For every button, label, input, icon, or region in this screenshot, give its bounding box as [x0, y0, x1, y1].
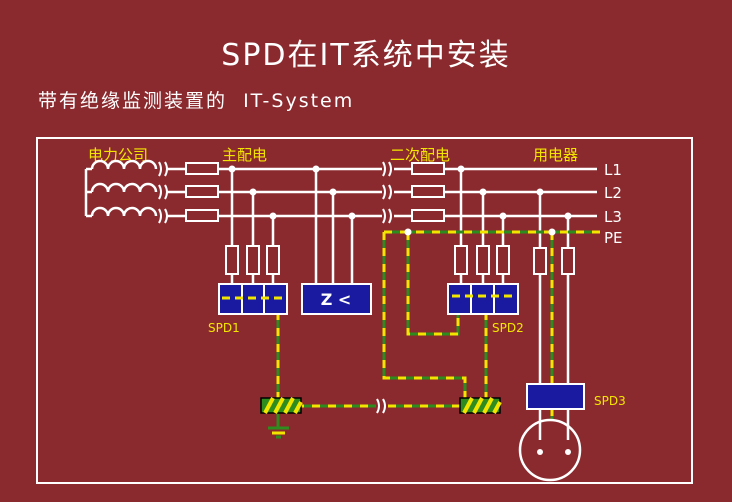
main-drops: [230, 169, 570, 388]
spd3-device: [526, 383, 585, 410]
label-main-distribution: 主配电: [222, 146, 267, 164]
spd2-device: [447, 283, 519, 315]
label-utility: 电力公司: [88, 146, 148, 164]
label-imd: Z <: [321, 290, 352, 309]
pe-break-mark: [376, 398, 386, 414]
label-sub-distribution: 二次配电: [390, 146, 450, 164]
label-l3: L3: [604, 208, 622, 226]
label-spd2: SPD2: [492, 321, 524, 335]
pe-conductor: [276, 230, 600, 428]
earthing-bar-left: [260, 397, 303, 414]
socket-outlet-icon: [518, 409, 582, 482]
page-title: SPD在IT系统中安装: [221, 38, 511, 73]
transformer-icon: [84, 159, 158, 218]
diagram-frame: [36, 137, 693, 484]
spd1-device: [218, 283, 288, 315]
label-spd3: SPD3: [594, 394, 626, 408]
earthing-bar-right: [459, 397, 502, 414]
page-subtitle: 带有绝缘监测装置的 IT-System: [38, 90, 355, 112]
label-l1: L1: [604, 161, 622, 179]
line-break-marks: [158, 161, 392, 224]
ground-icon: [268, 426, 289, 439]
pe-junction-dots: [404, 228, 556, 236]
label-spd1: SPD1: [208, 321, 240, 335]
label-consumer: 用电器: [533, 146, 578, 164]
spd-fuses: [225, 245, 575, 275]
label-pe: PE: [604, 229, 623, 247]
main-fuses: [185, 162, 445, 222]
label-l2: L2: [604, 184, 622, 202]
insulation-monitor-device: [301, 283, 372, 315]
phase-conductors: [166, 167, 597, 218]
